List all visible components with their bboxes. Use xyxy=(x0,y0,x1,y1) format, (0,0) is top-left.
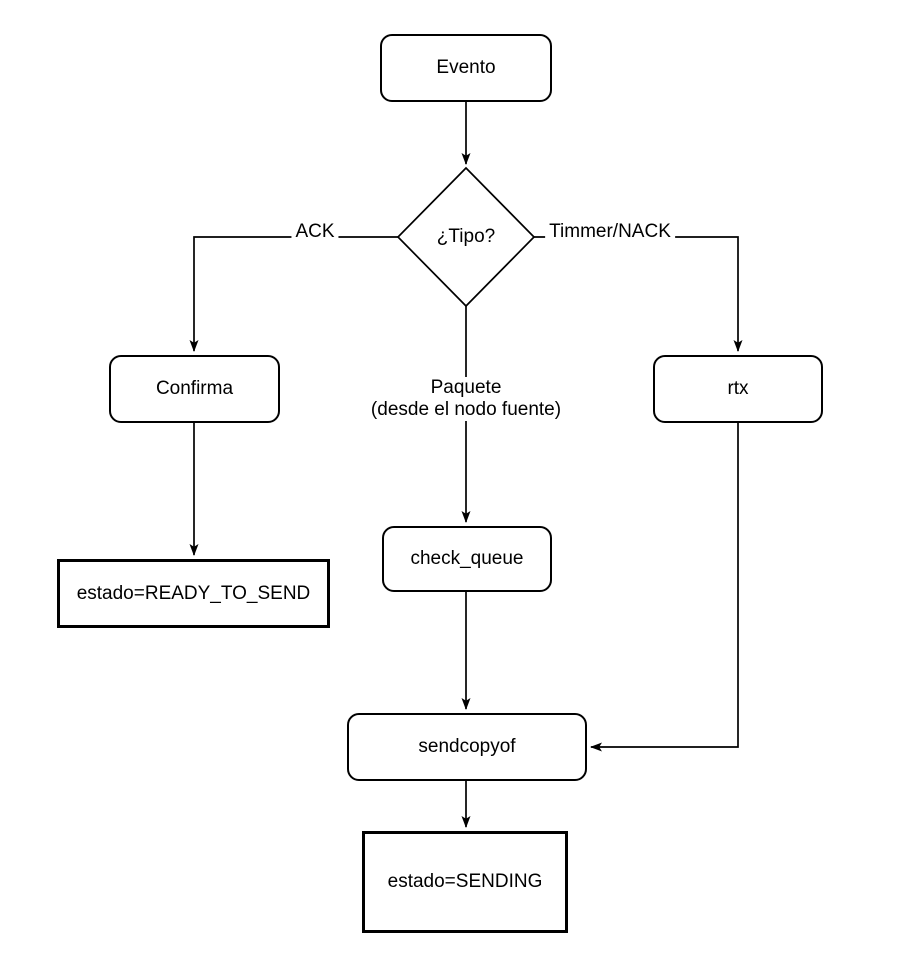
edge-tipo-to-rtx-timmer xyxy=(534,236,743,352)
node-confirma-label: Confirma xyxy=(155,378,234,399)
edge-label-ack: ACK xyxy=(291,221,339,243)
node-estado-ready-to-send-label: estado=READY_TO_SEND xyxy=(76,582,311,604)
node-sendcopyof: sendcopyof xyxy=(347,713,587,781)
node-tipo-diamond-shape xyxy=(396,166,536,308)
node-rtx-label: rtx xyxy=(727,378,749,399)
node-evento-label: Evento xyxy=(436,57,496,78)
edge-label-timmer-nack: Timmer/NACK xyxy=(545,221,675,243)
edge-tipo-to-confirma-ack xyxy=(189,236,398,352)
edge-label-paquete: Paquete (desde el nodo fuente) xyxy=(366,377,566,421)
node-rtx: rtx xyxy=(653,355,823,423)
node-estado-sending-label: estado=SENDING xyxy=(387,871,543,892)
edge-rtx-to-sendcopyof xyxy=(590,422,739,752)
node-confirma: Confirma xyxy=(109,355,280,423)
node-estado-sending: estado=SENDING xyxy=(362,831,568,933)
node-sendcopyof-label: sendcopyof xyxy=(418,736,516,757)
node-tipo-label: ¿Tipo? xyxy=(436,226,496,247)
edge-label-paquete-line1: Paquete xyxy=(430,377,502,398)
edge-label-paquete-line2: (desde el nodo fuente) xyxy=(370,399,562,420)
node-check-queue-label: check_queue xyxy=(410,548,524,569)
node-estado-ready-to-send: estado=READY_TO_SEND xyxy=(57,559,330,628)
node-check-queue: check_queue xyxy=(382,526,552,592)
node-evento: Evento xyxy=(380,34,552,102)
